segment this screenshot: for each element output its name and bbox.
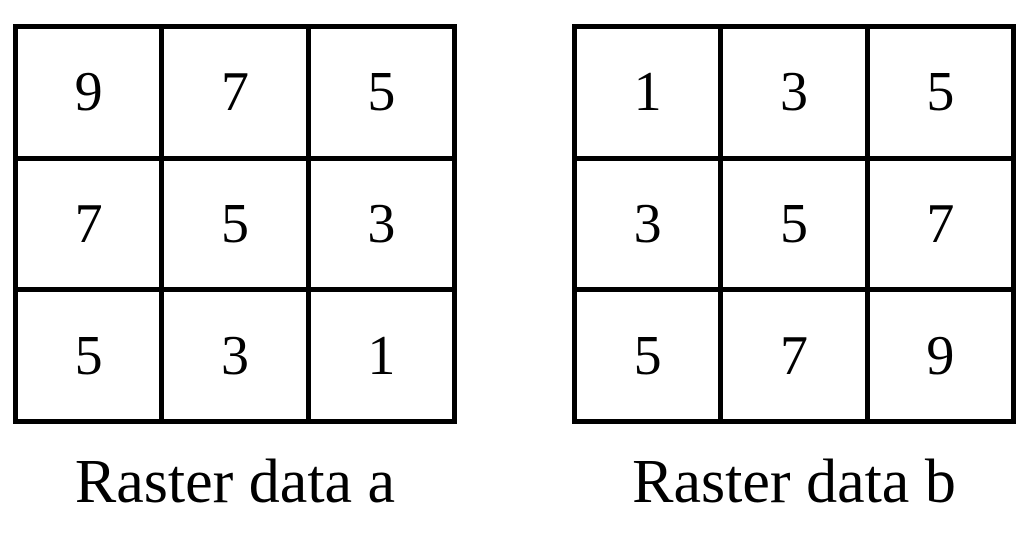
figure-b-caption: Raster data b bbox=[632, 448, 956, 516]
raster-grid-a: 9 7 5 7 5 3 5 3 1 bbox=[13, 24, 457, 424]
grid-a-cell-r0c1: 7 bbox=[164, 29, 306, 156]
grid-a-cell-r1c0: 7 bbox=[18, 160, 160, 288]
raster-figure-a: 9 7 5 7 5 3 5 3 1 Raster data a bbox=[13, 24, 457, 515]
grid-b-cell-r2c2: 9 bbox=[869, 292, 1011, 419]
grid-b-cell-r2c1: 7 bbox=[723, 292, 865, 419]
grid-a-cell-r0c2: 5 bbox=[310, 29, 452, 156]
grid-b-cell-r1c2: 7 bbox=[869, 160, 1011, 288]
grid-b-cell-r2c0: 5 bbox=[577, 292, 719, 419]
grid-a-cell-r1c2: 3 bbox=[310, 160, 452, 288]
raster-grid-b: 1 3 5 3 5 7 5 7 9 bbox=[572, 24, 1016, 424]
grid-b-cell-r0c2: 5 bbox=[869, 29, 1011, 156]
grid-b-cell-r1c0: 3 bbox=[577, 160, 719, 288]
grid-a-cell-r0c0: 9 bbox=[18, 29, 160, 156]
grid-a-cell-r2c1: 3 bbox=[164, 292, 306, 419]
grid-b-cell-r0c1: 3 bbox=[723, 29, 865, 156]
grid-b-cell-r0c0: 1 bbox=[577, 29, 719, 156]
figure-a-caption: Raster data a bbox=[74, 448, 396, 516]
raster-figure-b: 1 3 5 3 5 7 5 7 9 Raster data b bbox=[572, 24, 1016, 515]
grid-a-cell-r2c2: 1 bbox=[310, 292, 452, 419]
grid-b-cell-r1c1: 5 bbox=[723, 160, 865, 288]
grid-a-cell-r1c1: 5 bbox=[164, 160, 306, 288]
grid-a-cell-r2c0: 5 bbox=[18, 292, 160, 419]
